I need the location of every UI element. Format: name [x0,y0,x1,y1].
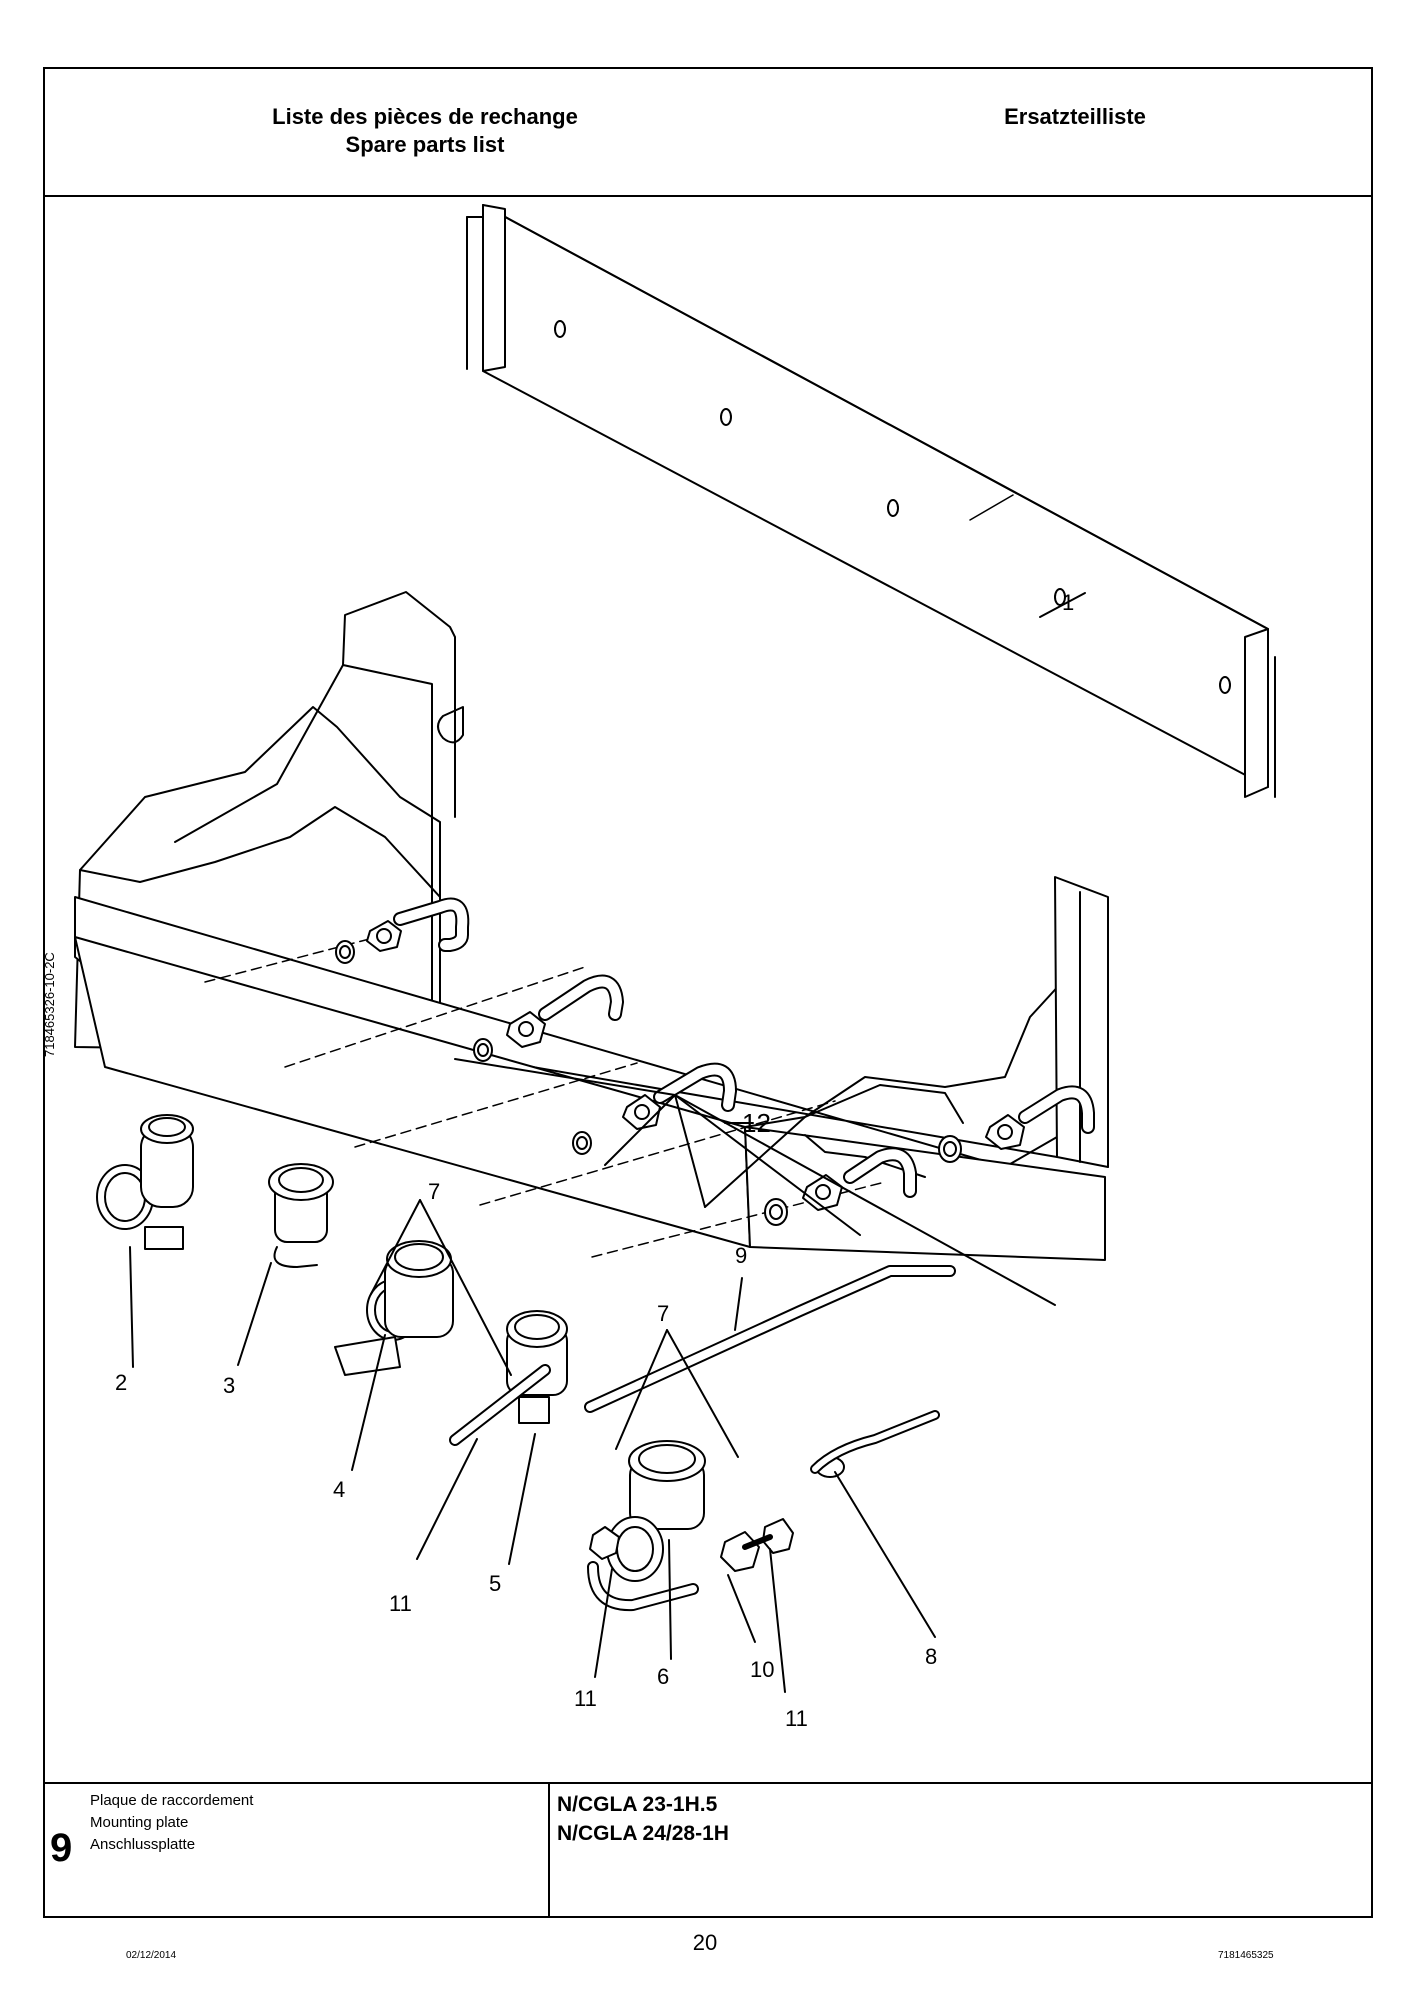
callout-8: 8 [925,1644,937,1669]
callout-1: 1 [1062,590,1074,615]
title-en: Spare parts list [345,132,505,157]
page-number: 20 [692,1930,718,1955]
exploded-axes [204,930,886,1258]
page-frame: Liste des pièces de rechange Spare parts… [43,67,1373,1918]
callout-3: 3 [223,1373,235,1398]
callout-7-left: 7 [428,1179,440,1204]
header-title-left: Liste des pièces de rechange Spare parts… [175,103,675,159]
model-list: N/CGLA 23-1H.5 N/CGLA 24/28-1H [557,1790,729,1848]
title-de: Ersatzteilliste [1004,104,1146,129]
callout-2: 2 [115,1370,127,1395]
callout-9: 9 [735,1243,747,1268]
mounting-rail [466,204,1276,798]
footer: 9 Plaque de raccordement Mounting plate … [45,1782,1371,1916]
callout-11-a: 11 [389,1591,412,1616]
leader-lines [129,592,1086,1693]
section-number: 9 [50,1826,73,1870]
name-de: Anschlussplatte [90,1836,196,1853]
callout-12: 12 [742,1108,771,1138]
callout-labels: 1 2 3 4 5 6 7 7 8 9 10 11 11 11 11 12 [115,590,1074,1731]
callout-7-right: 7 [657,1301,669,1326]
footer-divider [548,1784,550,1916]
print-date: 02/12/2014 [126,1950,177,1961]
valves [96,1114,956,1612]
header: Liste des pièces de rechange Spare parts… [45,69,1371,197]
title-fr: Liste des pièces de rechange [272,104,578,129]
callout-11-c: 11 [785,1706,808,1731]
mounting-plate-body [74,591,1109,1261]
name-en: Mounting plate [90,1814,189,1831]
model-1: N/CGLA 23-1H.5 [557,1793,718,1816]
callout-6: 6 [657,1664,669,1689]
exploded-view-svg: 1 2 3 4 5 6 7 7 8 9 10 11 11 11 11 12 [74,204,1276,1731]
callout-4: 4 [333,1477,345,1502]
connection-pipes [335,897,1095,1226]
model-2: N/CGLA 24/28-1H [557,1822,729,1845]
callout-5: 5 [489,1571,501,1596]
document-number: 7181465325 [1218,1950,1274,1961]
callout-11-b: 11 [574,1686,597,1711]
callout-10: 10 [750,1657,774,1682]
part-group-names: Plaque de raccordement Mounting plate An… [90,1790,253,1856]
exploded-view-drawing: 1 2 3 4 5 6 7 7 8 9 10 11 11 11 11 12 [45,197,1371,1782]
drawing-code: 718465326-10-2C [42,952,57,1057]
name-fr: Plaque de raccordement [90,1792,254,1809]
